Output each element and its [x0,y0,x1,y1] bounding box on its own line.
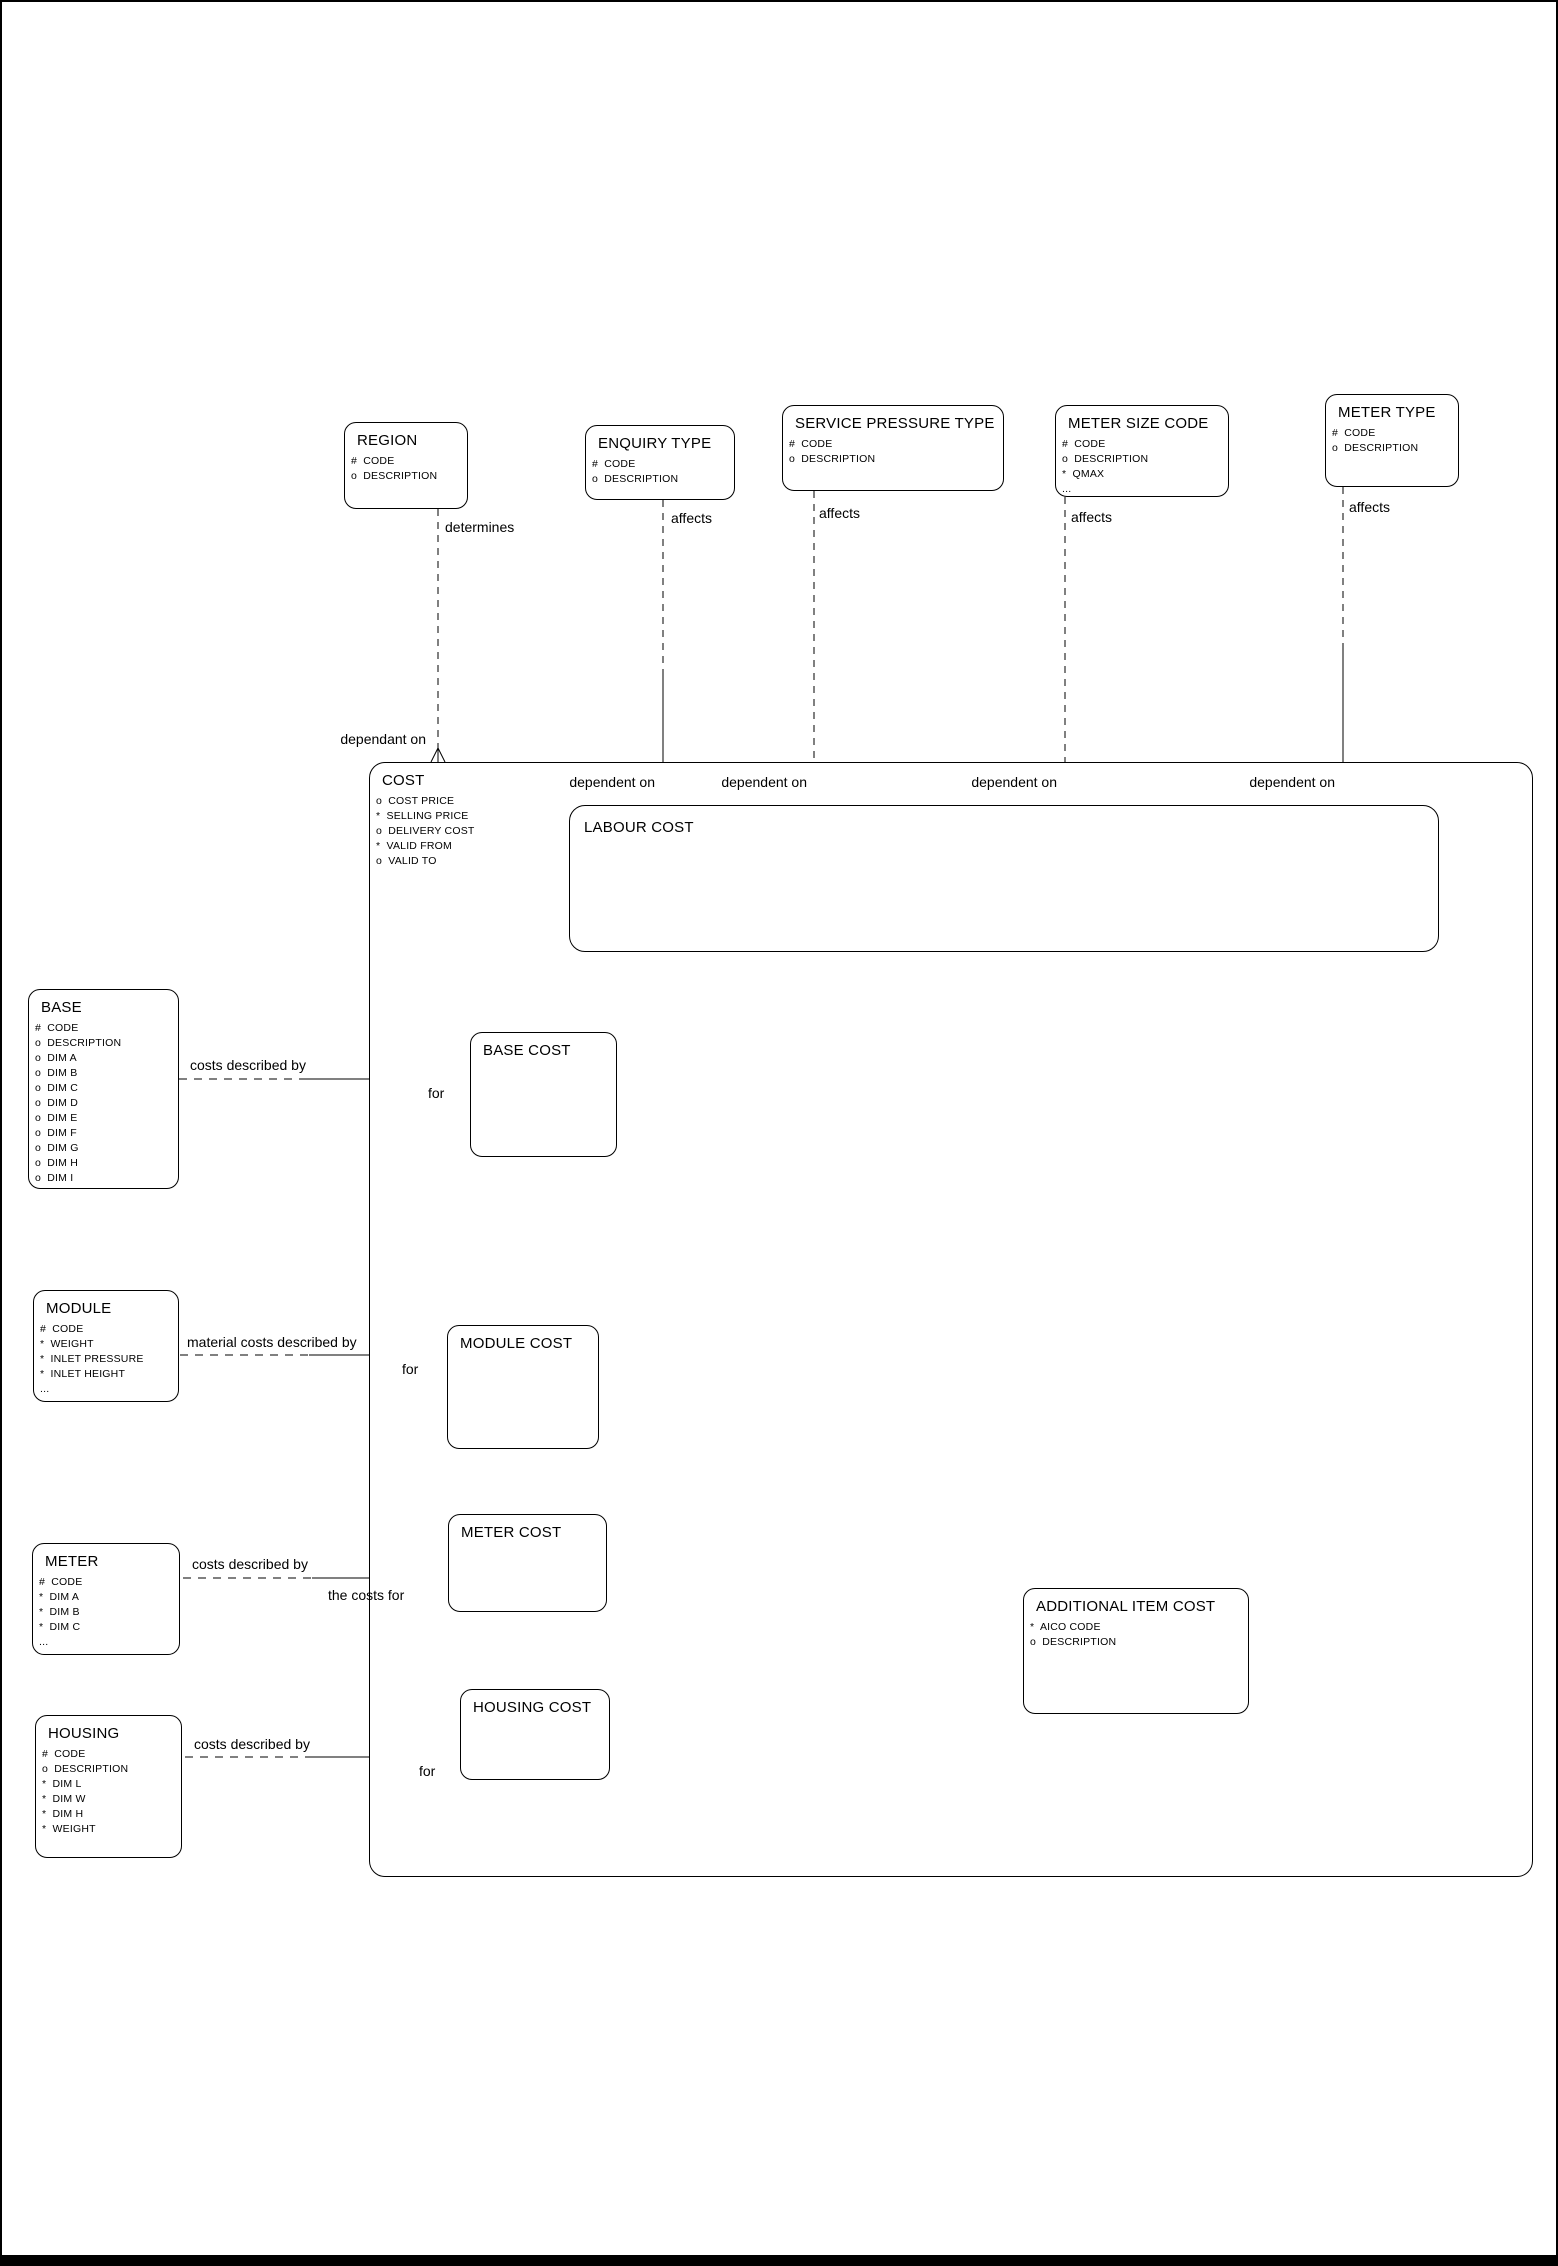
entity-attribute: * DIM L [42,1778,82,1790]
entity-title: METER TYPE [1338,404,1436,421]
entity-module-cost[interactable]: MODULE COST [447,1325,599,1449]
relationship-label-affects-service-pressure: affects [819,505,860,521]
entity-title: LABOUR COST [584,819,694,836]
entity-title: MODULE COST [460,1335,573,1352]
entity-attribute: * DIM W [42,1793,86,1805]
entity-meter[interactable]: METER # CODE * DIM A * DIM B * DIM C... [32,1543,180,1655]
relationship-label-costs-described-by-meter: costs described by [192,1556,308,1572]
entity-attribute: * SELLING PRICE [376,810,469,822]
entity-attribute: o DESCRIPTION [1030,1636,1117,1648]
entity-attribute: * INLET HEIGHT [40,1368,126,1380]
entity-attribute: o DESCRIPTION [351,470,438,482]
entity-title: SERVICE PRESSURE TYPE [795,415,995,432]
relationship-label-dependent-on-1: dependent on [569,774,655,790]
entity-attribute: * QMAX [1062,468,1105,480]
entity-attribute: o DELIVERY COST [376,825,475,837]
entity-title: METER [45,1553,99,1570]
relationship-label-dependent-on-4: dependent on [1249,774,1335,790]
entity-attribute: * WEIGHT [40,1338,94,1350]
entity-title: METER COST [461,1524,562,1541]
entity-title: MODULE [46,1300,112,1317]
entity-meter-size-code[interactable]: METER SIZE CODE # CODE o DESCRIPTION * QMA… [1055,405,1229,497]
entity-attribute: o DESCRIPTION [35,1037,122,1049]
entity-attribute: o DIM I [35,1172,74,1184]
entity-attribute: # CODE [592,458,636,470]
entity-attribute: o DIM E [35,1112,78,1124]
entity-attribute: o DESCRIPTION [789,453,876,465]
entity-attribute: o COST PRICE [376,795,455,807]
entity-meter-type[interactable]: METER TYPE # CODE o DESCRIPTION [1325,394,1459,487]
entity-base[interactable]: BASE # CODE o DESCRIPTION o DIM A o DIM B o … [28,989,179,1189]
entity-attribute: o DIM F [35,1127,77,1139]
entity-attribute: o DIM C [35,1082,79,1094]
relationship-label-for-base: for [428,1085,445,1101]
entity-attribute: * WEIGHT [42,1823,96,1835]
entity-attribute: o DIM G [35,1142,79,1154]
entity-title: BASE [41,999,82,1016]
entity-attribute: * AICO CODE [1030,1621,1101,1633]
entity-attribute: * DIM C [39,1621,81,1633]
bottom-edge-bar [2,2255,1556,2264]
entity-service-pressure-type[interactable]: SERVICE PRESSURE TYPE # CODE o DESCRIPTIO… [782,405,1004,491]
entity-attribute: * DIM H [42,1808,84,1820]
entity-title: REGION [357,432,418,449]
entity-attribute: o DESCRIPTION [592,473,679,485]
relationship-label-dependent-on-3: dependent on [971,774,1057,790]
entity-attribute: * DIM B [39,1606,80,1618]
entity-attribute: ... [1062,483,1072,495]
entity-labour-cost[interactable]: LABOUR COST [569,805,1439,952]
entity-attribute: o DIM B [35,1067,78,1079]
entity-housing-cost[interactable]: HOUSING COST [460,1689,610,1780]
entity-attribute: o DESCRIPTION [42,1763,129,1775]
entity-attribute: # CODE [1332,427,1376,439]
entity-attribute: o DESCRIPTION [1062,453,1149,465]
entity-attribute: # CODE [39,1576,83,1588]
relationship-label-costs-described-by-base: costs described by [190,1057,306,1073]
relationship-label-the-costs-for: the costs for [328,1587,405,1603]
entity-attribute: # CODE [35,1022,79,1034]
entity-attribute: # CODE [42,1748,86,1760]
entity-title: HOUSING COST [473,1699,592,1716]
relationship-label-affects-meter-size: affects [1071,509,1112,525]
entity-attribute: o DESCRIPTION [1332,442,1419,454]
entity-attribute: # CODE [351,455,395,467]
entity-title: BASE COST [483,1042,571,1059]
entity-title: ADDITIONAL ITEM COST [1036,1598,1216,1615]
relationship-label-determines: determines [445,519,515,535]
relationship-label-material-costs-described-by: material costs described by [187,1334,357,1350]
entity-attribute: ... [39,1636,49,1648]
entity-title: ENQUIRY TYPE [598,435,712,452]
entity-enquiry-type[interactable]: ENQUIRY TYPE # CODE o DESCRIPTION [585,425,735,500]
entity-additional-item-cost[interactable]: ADDITIONAL ITEM COST * AICO CODE o DESCRI… [1023,1588,1249,1714]
entity-housing[interactable]: HOUSING # CODE o DESCRIPTION * DIM L * DIM … [35,1715,182,1858]
relationship-label-costs-described-by-housing: costs described by [194,1736,310,1752]
entity-title: METER SIZE CODE [1068,415,1209,432]
entity-attribute: # CODE [789,438,833,450]
relationship-label-dependent-on-2: dependent on [721,774,807,790]
entity-attribute: * INLET PRESSURE [40,1353,144,1365]
entity-attribute: ... [40,1383,50,1395]
entity-meter-cost[interactable]: METER COST [448,1514,607,1612]
entity-attribute: * VALID FROM [376,840,452,852]
entity-attribute: o DIM H [35,1157,79,1169]
entity-attribute: o DIM D [35,1097,79,1109]
entity-base-cost[interactable]: BASE COST [470,1032,617,1157]
entity-attribute: o VALID TO [376,855,437,867]
entity-attribute: o DIM A [35,1052,77,1064]
entity-attribute: # CODE [40,1323,84,1335]
relationship-label-for-module: for [402,1361,419,1377]
entity-region[interactable]: REGION # CODE o DESCRIPTION [344,422,468,509]
relationship-label-for-housing: for [419,1763,436,1779]
entity-attribute: * DIM A [39,1591,80,1603]
entity-title: COST [382,772,425,789]
relationship-label-affects-meter-type: affects [1349,499,1390,515]
relationship-label-affects-enquiry: affects [671,510,712,526]
entity-title: HOUSING [48,1725,120,1742]
relationship-label-dependant-on: dependant on [340,731,426,747]
entity-module[interactable]: MODULE # CODE * WEIGHT * INLET PRESSURE * I… [33,1290,179,1402]
entity-attribute: # CODE [1062,438,1106,450]
